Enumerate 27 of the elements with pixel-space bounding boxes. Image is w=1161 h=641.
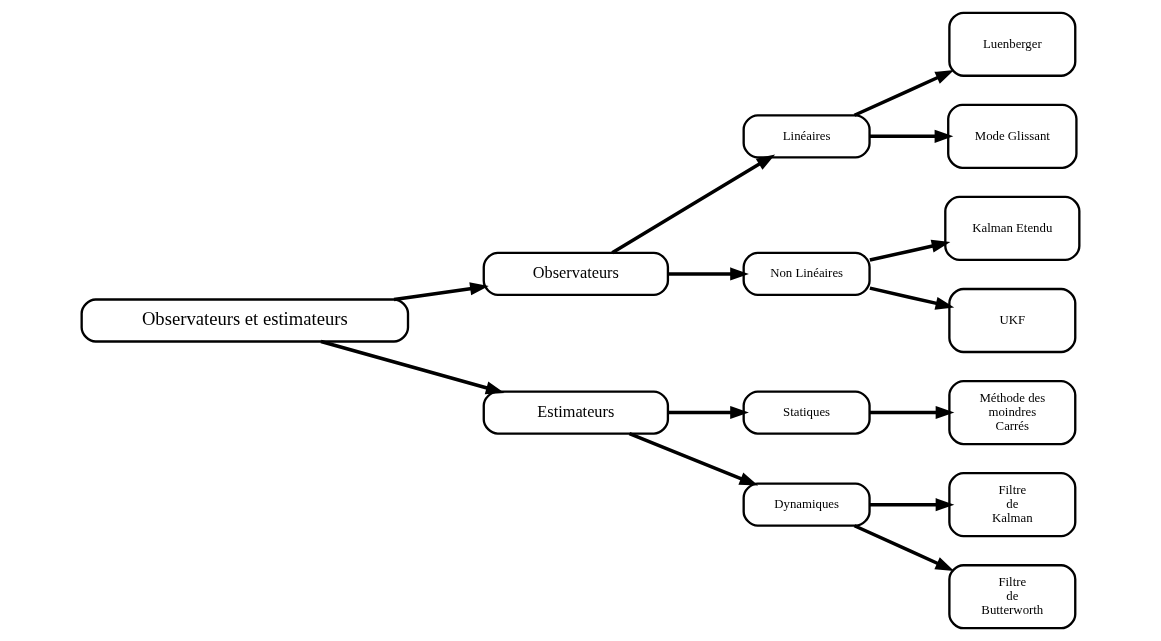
arrow: [393, 282, 489, 302]
node-box: Observateurs: [482, 251, 670, 297]
node-box: Filtre de Kalman: [948, 472, 1077, 538]
arrow: [869, 406, 955, 420]
node-box: Estimateurs: [482, 390, 670, 435]
arrow: [869, 129, 954, 143]
arrow: [667, 267, 749, 281]
arrow: [320, 339, 505, 395]
node-box: Statiques: [742, 390, 871, 435]
node-box: Linéaires: [742, 114, 871, 159]
arrow: [667, 406, 749, 420]
node-box: Non Linéaires: [742, 251, 871, 297]
arrow: [853, 70, 955, 117]
arrow: [628, 432, 759, 486]
node-box: Observateurs et estimateurs: [80, 298, 410, 343]
arrow: [869, 498, 955, 512]
node-box: Méthode des moindres Carrés: [948, 379, 1077, 446]
node-box: UKF: [948, 287, 1077, 354]
arrow: [611, 154, 776, 255]
arrow: [869, 239, 951, 262]
node-box: Kalman Etendu: [944, 195, 1081, 262]
node-box: Mode Glissant: [947, 103, 1078, 169]
node-box: Filtre de Butterworth: [948, 564, 1077, 630]
node-box: Luenberger: [948, 11, 1077, 77]
arrow: [869, 286, 955, 310]
arrow: [853, 524, 955, 571]
node-box: Dynamiques: [742, 482, 871, 527]
